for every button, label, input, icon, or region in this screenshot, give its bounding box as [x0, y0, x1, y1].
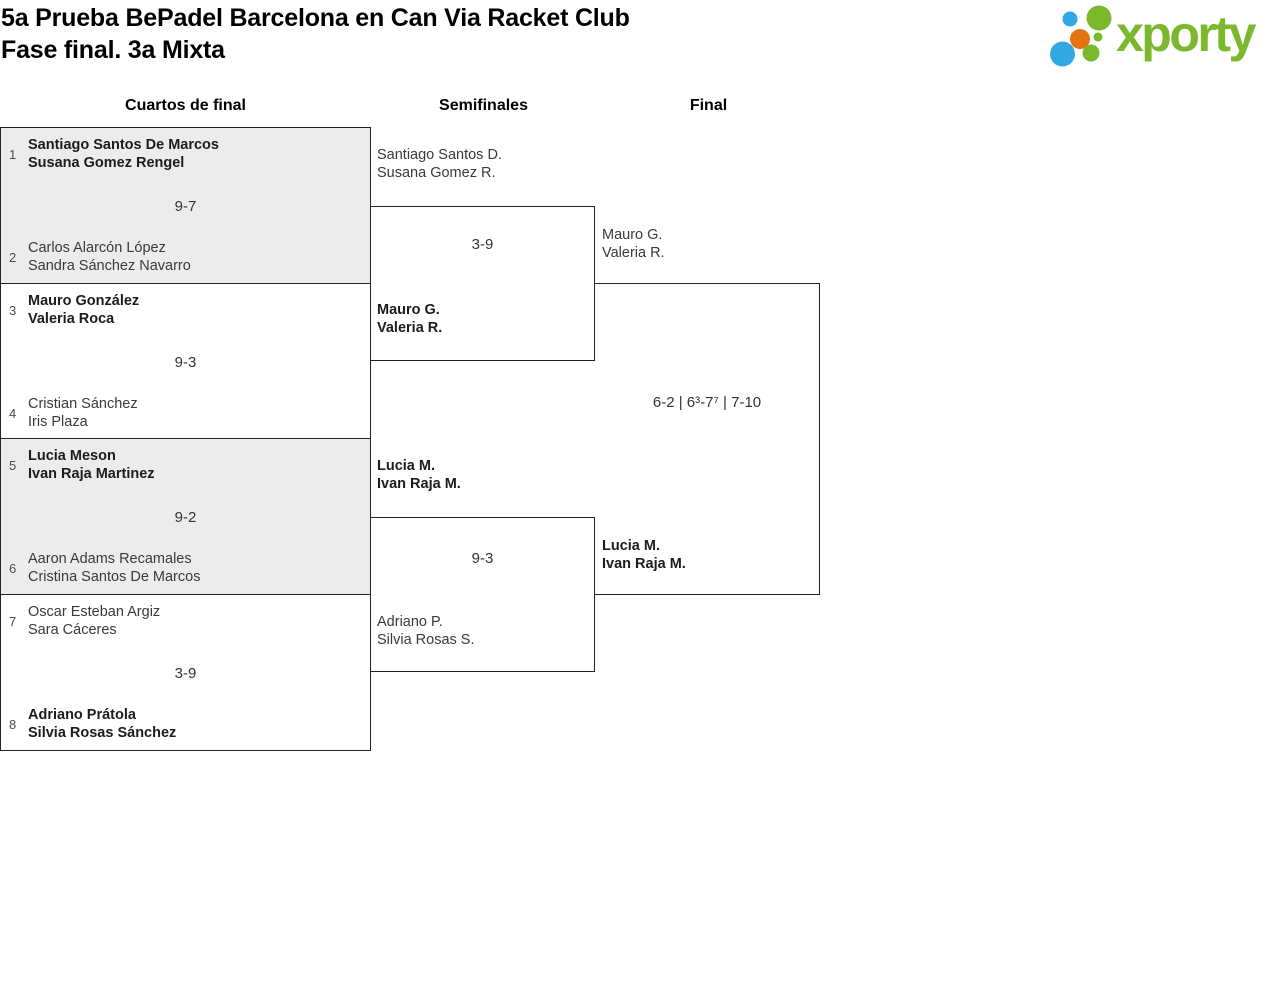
team-names: Adriano Prátola Silvia Rosas Sánchez	[28, 707, 176, 742]
match-score: 3-9	[471, 236, 494, 253]
quarterfinal-match-3: 5 Lucia Meson Ivan Raja Martinez 9-2 6 A…	[1, 439, 370, 595]
player-name: Cristina Santos De Marcos	[28, 568, 201, 585]
team-row: 6 Aaron Adams Recamales Cristina Santos …	[9, 551, 364, 586]
match-score: 9-7	[174, 198, 197, 215]
seed-number: 2	[9, 250, 17, 265]
semifinal-2-top-team: Lucia M. Ivan Raja M.	[377, 458, 461, 493]
seed-number: 7	[9, 614, 17, 629]
player-name: Oscar Esteban Argiz	[28, 604, 161, 620]
team-names: Aaron Adams Recamales Cristina Santos De…	[28, 551, 200, 586]
final-bottom-team: Lucia M. Ivan Raja M.	[602, 538, 686, 573]
team-row: 2 Carlos Alarcón López Sandra Sánchez Na…	[9, 240, 364, 275]
player-name: Iris Plaza	[28, 413, 88, 430]
team-row: 5 Lucia Meson Ivan Raja Martinez	[9, 448, 364, 483]
match-score: 9-2	[174, 509, 197, 526]
player-name: Santiago Santos D.	[377, 147, 502, 163]
team-names: Santiago Santos De Marcos Susana Gomez R…	[28, 137, 219, 172]
semifinal-1-bottom-team: Mauro G. Valeria R.	[377, 302, 442, 337]
player-name: Silvia Rosas Sánchez	[28, 724, 177, 741]
player-name: Mauro G.	[602, 227, 663, 243]
xporty-logo-dots-icon	[1050, 5, 1112, 67]
seed-number: 3	[9, 303, 17, 318]
player-name: Lucia Meson	[28, 448, 116, 464]
player-name: Susana Gomez Rengel	[28, 154, 185, 171]
match-score: 3-9	[174, 665, 197, 682]
player-name: Cristian Sánchez	[28, 396, 138, 412]
team-row: 8 Adriano Prátola Silvia Rosas Sánchez	[9, 707, 364, 742]
player-name: Lucia M.	[377, 458, 436, 474]
xporty-logo[interactable]: xporty	[1050, 3, 1256, 69]
player-name: Mauro González	[28, 293, 140, 309]
team-row: 7 Oscar Esteban Argiz Sara Cáceres	[9, 604, 364, 639]
final-box: 6-2 | 6³-7⁷ | 7-10	[595, 283, 820, 595]
page-title: 5a Prueba BePadel Barcelona en Can Via R…	[1, 3, 630, 66]
round-header-quarterfinals: Cuartos de final	[125, 97, 246, 114]
final-top-team: Mauro G. Valeria R.	[602, 227, 665, 262]
player-name: Mauro G.	[377, 302, 440, 318]
semifinal-2-bottom-team: Adriano P. Silvia Rosas S.	[377, 614, 475, 649]
player-name: Silvia Rosas S.	[377, 631, 475, 648]
player-name: Adriano Prátola	[28, 707, 136, 723]
player-name: Susana Gomez R.	[377, 164, 496, 181]
player-name: Carlos Alarcón López	[28, 240, 166, 256]
player-name: Adriano P.	[377, 614, 443, 630]
match-score: 9-3	[471, 550, 494, 567]
semifinal-1-top-team: Santiago Santos D. Susana Gomez R.	[377, 147, 502, 182]
quarterfinal-match-4: 7 Oscar Esteban Argiz Sara Cáceres 3-9 8…	[1, 595, 370, 750]
seed-number: 4	[9, 406, 17, 421]
round-header-semifinals: Semifinales	[439, 97, 528, 114]
round-header-final: Final	[689, 97, 728, 114]
player-name: Ivan Raja Martinez	[28, 465, 155, 482]
seed-number: 6	[9, 561, 17, 576]
team-row: 1 Santiago Santos De Marcos Susana Gomez…	[9, 137, 364, 172]
seed-number: 5	[9, 458, 17, 473]
xporty-logo-text: xporty	[1116, 6, 1256, 62]
quarterfinals-column: 1 Santiago Santos De Marcos Susana Gomez…	[0, 127, 371, 751]
player-name: Lucia M.	[602, 538, 661, 554]
semifinal-1-box: 3-9	[370, 206, 595, 361]
player-name: Valeria Roca	[28, 310, 115, 327]
player-name: Valeria R.	[377, 319, 443, 336]
team-names: Cristian Sánchez Iris Plaza	[28, 396, 138, 431]
player-name: Ivan Raja M.	[377, 475, 461, 492]
team-row: 4 Cristian Sánchez Iris Plaza	[9, 396, 364, 431]
seed-number: 8	[9, 717, 17, 732]
page-title-line2: Fase final. 3a Mixta	[1, 35, 225, 64]
seed-number: 1	[9, 147, 17, 162]
player-name: Sara Cáceres	[28, 621, 117, 638]
player-name: Santiago Santos De Marcos	[28, 137, 219, 153]
player-name: Aaron Adams Recamales	[28, 551, 192, 567]
player-name: Sandra Sánchez Navarro	[28, 257, 191, 274]
player-name: Valeria R.	[602, 244, 665, 261]
match-score: 6-2 | 6³-7⁷ | 7-10	[652, 394, 762, 411]
team-names: Carlos Alarcón López Sandra Sánchez Nava…	[28, 240, 191, 275]
team-names: Lucia Meson Ivan Raja Martinez	[28, 448, 155, 483]
quarterfinal-match-2: 3 Mauro González Valeria Roca 9-3 4 Cris…	[1, 284, 370, 439]
team-row: 3 Mauro González Valeria Roca	[9, 293, 364, 328]
quarterfinal-match-1: 1 Santiago Santos De Marcos Susana Gomez…	[1, 128, 370, 284]
match-score: 9-3	[174, 354, 197, 371]
team-names: Oscar Esteban Argiz Sara Cáceres	[28, 604, 160, 639]
page-title-line1: 5a Prueba BePadel Barcelona en Can Via R…	[1, 4, 630, 32]
team-names: Mauro González Valeria Roca	[28, 293, 139, 328]
player-name: Ivan Raja M.	[602, 555, 686, 572]
semifinal-2-box: 9-3	[370, 517, 595, 672]
